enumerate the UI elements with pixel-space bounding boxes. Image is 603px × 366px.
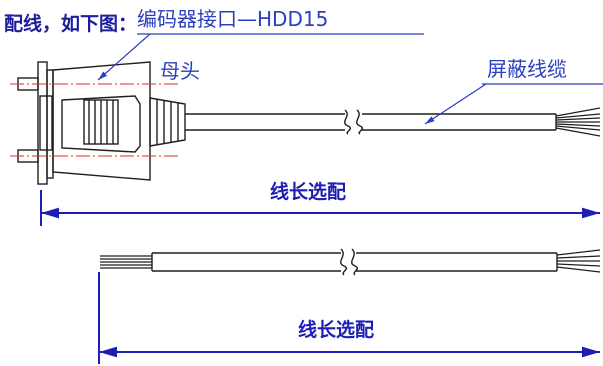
top-cable [185, 109, 557, 135]
top-length-label: 线长选配 [270, 180, 346, 203]
top-wire-ends [555, 107, 601, 137]
centerlines [10, 83, 180, 157]
connector-hood [52, 61, 151, 181]
connector-sublabel: 母头 [160, 59, 200, 83]
cable-callout-leader [424, 83, 487, 125]
connector-label: 编码器接口—HDD15 [137, 7, 328, 31]
header-text: 配线，如下图： [4, 12, 137, 35]
db15-connector [17, 61, 186, 185]
bottom-length-dimension [98, 272, 600, 364]
cable-label: 屏蔽线缆 [487, 57, 567, 81]
bottom-length-label: 线长选配 [298, 318, 374, 341]
cable-break [344, 109, 352, 135]
bottom-cable-break [340, 248, 348, 276]
bottom-cable [151, 248, 558, 276]
bottom-wire-ends-right [556, 249, 601, 273]
strain-relief [149, 97, 186, 147]
top-length-dimension [40, 190, 600, 226]
connector-callout-leader [97, 33, 151, 81]
bottom-wire-ends-left [100, 255, 152, 269]
